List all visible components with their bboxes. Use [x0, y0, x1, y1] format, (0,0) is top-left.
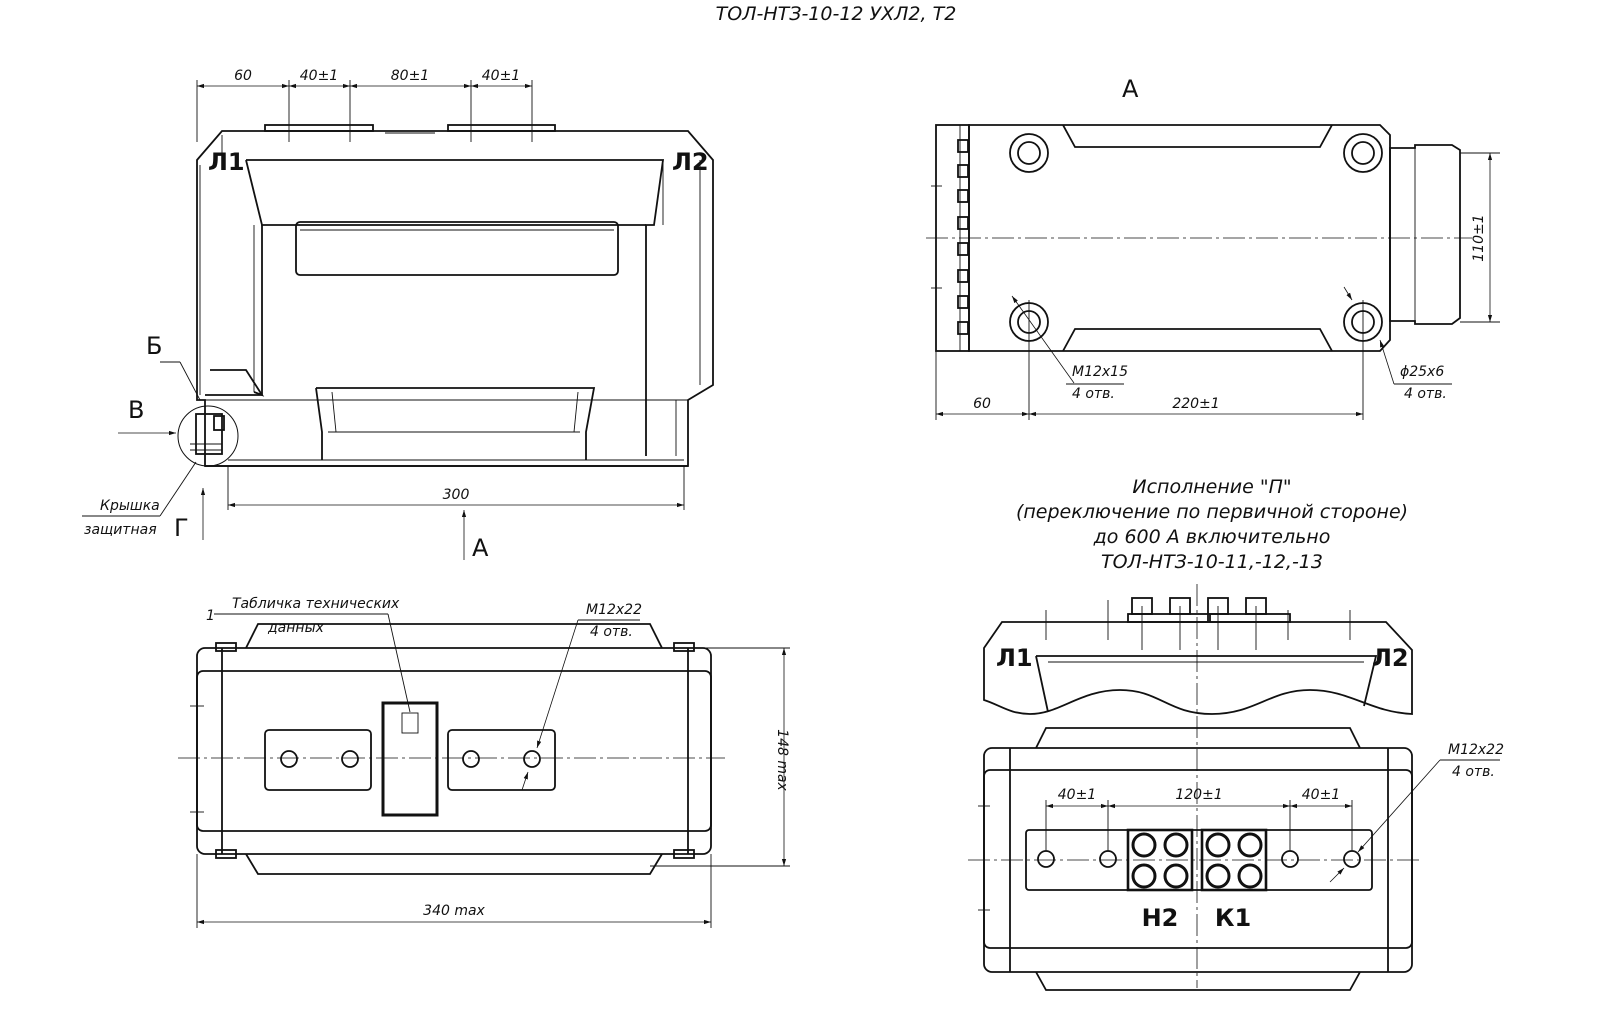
front-view-g: Г: [174, 514, 189, 542]
variant-caption-4: ТОЛ-НТЗ-10-11,-12,-13: [1101, 551, 1323, 573]
variant-caption-3: до 600 А включительно: [1093, 526, 1331, 548]
plan-plate-label-2: данных: [267, 620, 325, 636]
top-thread-label: М12х15: [1072, 364, 1128, 380]
front-cover-label-1: Крышка: [100, 498, 160, 514]
front-view-b: Б: [146, 332, 162, 360]
plan-thread-count: 4 отв.: [590, 624, 633, 640]
top-hole-count: 4 отв.: [1404, 386, 1447, 402]
variant-mark-k1: К1: [1215, 904, 1251, 932]
front-view-a: А: [472, 534, 489, 562]
variant-caption-2: (переключение по первичной стороне): [1016, 501, 1408, 523]
front-cover-label-2: защитная: [84, 522, 157, 538]
top-view-holes: [1009, 133, 1383, 342]
top-view-label: А: [1122, 75, 1139, 103]
variant-terminal-l1: Л1: [996, 644, 1033, 672]
front-view-v: В: [128, 396, 144, 424]
terminal-strip-screws: [931, 139, 969, 335]
plan-item-number: 1: [206, 608, 215, 624]
top-hole-label: ϕ25х6: [1400, 364, 1444, 380]
drawing-title: ТОЛ-НТЗ-10-12 УХЛ2, Т2: [716, 3, 957, 25]
front-view: 60 40±1 80±1 40±1 Л1 Л2: [82, 68, 714, 562]
dim-front-40a: 40±1: [300, 68, 338, 84]
variant-thread-label: М12х22: [1448, 742, 1504, 758]
variant-mark-n2: Н2: [1142, 904, 1179, 932]
dim-variant-40a: 40±1: [1058, 787, 1096, 803]
plan-thread-label: М12х22: [586, 602, 642, 618]
front-terminal-l1: Л1: [208, 148, 245, 176]
dim-plan-340: 340 max: [423, 903, 485, 919]
dim-front-80: 80±1: [391, 68, 429, 84]
variant-p: Исполнение "П" (переключение по первично…: [968, 476, 1504, 991]
plan-view: 1 Табличка технических данных М12х22 4 о…: [178, 596, 790, 928]
front-terminal-l2: Л2: [672, 148, 709, 176]
top-thread-count: 4 отв.: [1072, 386, 1115, 402]
dim-variant-120: 120±1: [1175, 787, 1222, 803]
dim-front-40b: 40±1: [482, 68, 520, 84]
variant-terminal-l2: Л2: [1372, 644, 1409, 672]
dim-plan-148: 148 max: [774, 729, 790, 791]
dim-top-60: 60: [973, 396, 991, 412]
plan-plate-label-1: Табличка технических: [232, 596, 400, 612]
variant-caption-1: Исполнение "П": [1132, 476, 1291, 498]
dim-top-220: 220±1: [1172, 396, 1219, 412]
top-view-a: А: [926, 75, 1500, 420]
dim-variant-40b: 40±1: [1302, 787, 1340, 803]
variant-thread-count: 4 отв.: [1452, 764, 1495, 780]
dim-front-300: 300: [443, 487, 470, 503]
dim-top-110: 110±1: [1471, 214, 1487, 261]
variant-bolt-heads: [1131, 832, 1263, 889]
dim-front-60: 60: [234, 68, 252, 84]
